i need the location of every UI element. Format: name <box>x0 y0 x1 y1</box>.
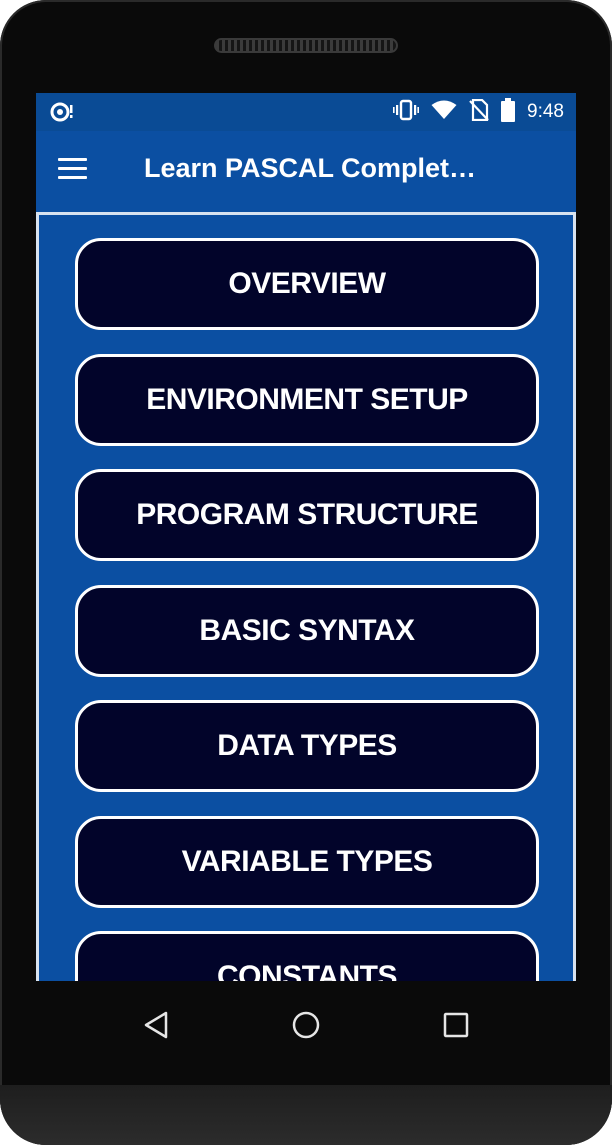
recents-icon[interactable] <box>436 1005 476 1045</box>
wifi-icon <box>431 100 457 125</box>
menu-item-program-structure[interactable]: PROGRAM STRUCTURE <box>75 469 539 561</box>
vibrate-icon <box>393 99 420 126</box>
menu-item-data-types[interactable]: DATA TYPES <box>75 700 539 792</box>
back-icon[interactable] <box>136 1005 176 1045</box>
phone-chin <box>0 1085 612 1145</box>
no-sim-icon <box>469 98 489 126</box>
status-bar: 9:48 <box>36 93 576 131</box>
menu-item-basic-syntax[interactable]: BASIC SYNTAX <box>75 584 539 677</box>
status-time: 9:48 <box>527 101 564 122</box>
hamburger-menu-icon[interactable] <box>58 158 98 188</box>
menu-item-overview[interactable]: OVERVIEW <box>75 238 539 330</box>
menu-item-constants[interactable]: CONSTANTS <box>75 931 539 981</box>
menu-item-environment-setup[interactable]: ENVIRONMENT SETUP <box>75 353 539 446</box>
screen: 9:48 Learn PASCAL Complet… OVERVIEW ENVI… <box>36 93 576 981</box>
battery-icon <box>501 97 516 127</box>
content-area[interactable]: OVERVIEW ENVIRONMENT SETUP PROGRAM STRUC… <box>36 215 576 981</box>
app-bar: Learn PASCAL Complet… <box>36 131 576 215</box>
navigation-bar <box>36 981 576 1087</box>
menu-item-variable-types[interactable]: VARIABLE TYPES <box>75 815 539 908</box>
home-icon[interactable] <box>286 1005 326 1045</box>
topic-list: OVERVIEW ENVIRONMENT SETUP PROGRAM STRUC… <box>75 238 539 981</box>
notification-icon <box>50 102 76 127</box>
phone-speaker <box>214 38 398 53</box>
app-title: Learn PASCAL Complet… <box>144 153 477 183</box>
